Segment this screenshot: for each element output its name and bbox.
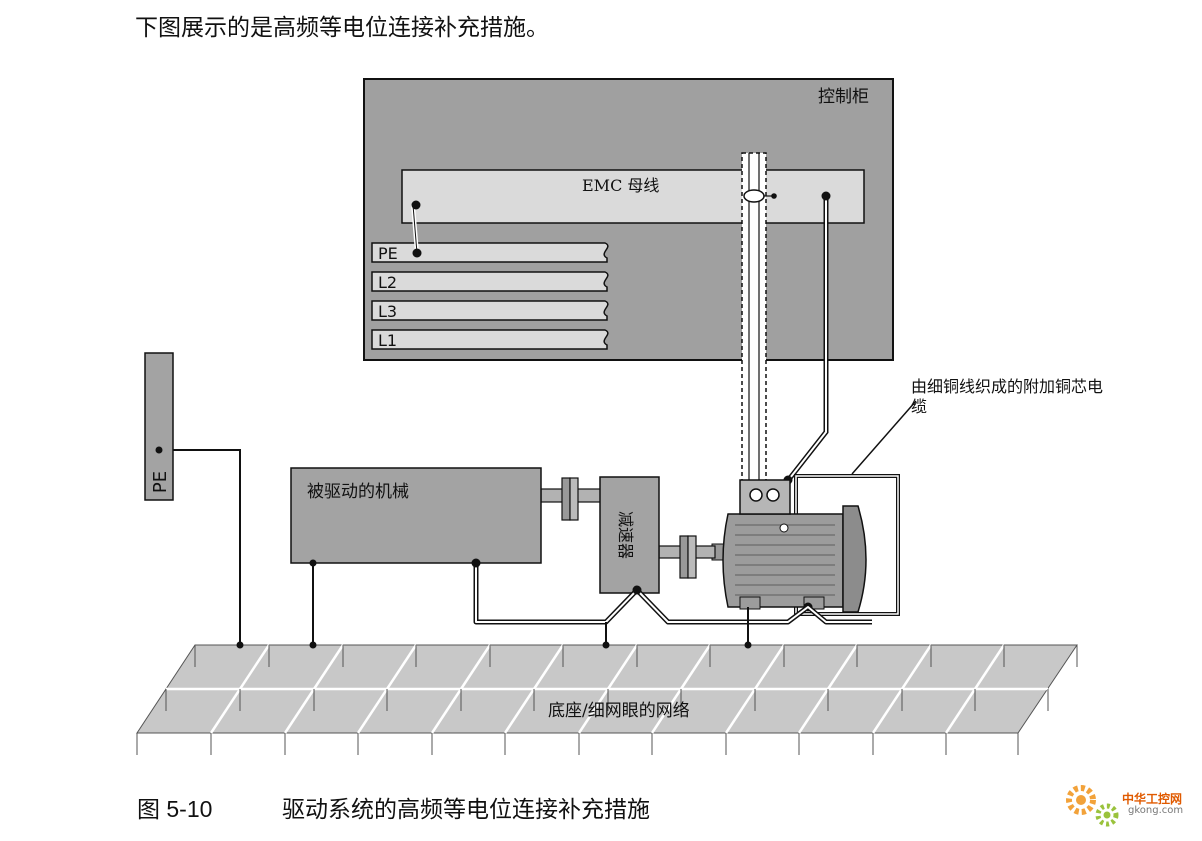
pe-bar-label: PE <box>150 471 171 493</box>
rail-l1: L1 <box>371 329 609 350</box>
emc-busbar <box>401 169 865 224</box>
cable-note-line2: 缆 <box>911 397 927 416</box>
figure-number: 图 5-10 <box>137 796 213 822</box>
driven-machine: 被驱动的机械 <box>290 467 542 564</box>
rail-l2-label: L2 <box>378 273 397 292</box>
rail-l1-label: L1 <box>378 331 397 350</box>
rail-l2: L2 <box>371 271 609 292</box>
watermark-site: gkong.com <box>1128 805 1184 816</box>
watermark-gear-icon <box>1066 785 1119 827</box>
cabinet-label: 控制柜 <box>818 87 869 107</box>
shielded-motor-cable <box>741 152 777 484</box>
emc-busbar-label: EMC 母线 <box>582 176 659 195</box>
gearbox-label: 减速器 <box>616 511 635 559</box>
watermark-brand: 中华工控网 <box>1122 792 1183 806</box>
pe-bar: PE <box>144 352 174 501</box>
ground-connections <box>159 449 749 645</box>
intro-text: 下图展示的是高频等电位连接补充措施。 <box>135 15 549 41</box>
additional-copper-cable: 由细铜线织成的附加铜芯电 缆 <box>783 191 1103 485</box>
cable-note-line1: 由细铜线织成的附加铜芯电 <box>911 377 1103 396</box>
rail-pe: PE <box>371 242 609 263</box>
rail-pe-label: PE <box>378 244 398 263</box>
shaft-coupling-machine <box>540 477 603 521</box>
rail-l3-label: L3 <box>378 302 397 321</box>
control-cabinet: 控制柜 EMC 母线 PE L2 L3 L1 <box>363 78 894 361</box>
machine-label: 被驱动的机械 <box>307 482 409 502</box>
rail-l3: L3 <box>371 300 609 321</box>
gearbox: 减速器 <box>599 476 660 594</box>
motor <box>711 474 900 616</box>
floor-grid: 底座/细网眼的网络 <box>136 644 1078 755</box>
floor-label: 底座/细网眼的网络 <box>548 701 690 721</box>
bonding-conductors <box>471 558 872 625</box>
shaft-coupling-motor <box>658 535 716 579</box>
figure-caption: 驱动系统的高频等电位连接补充措施 <box>282 797 650 823</box>
